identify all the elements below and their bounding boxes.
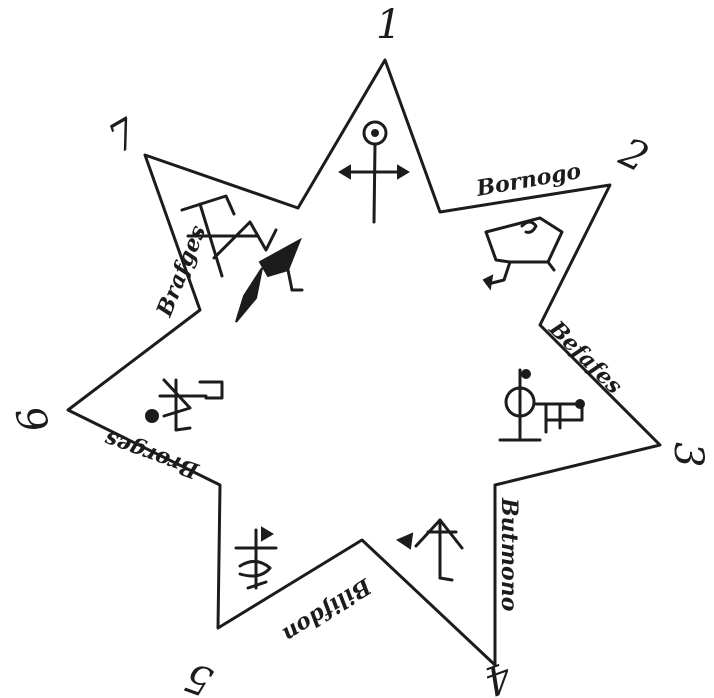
vertex-number-1: 1 xyxy=(376,2,401,48)
side-name-befafes: Befafes xyxy=(543,315,627,399)
vertex-number-5: 5 xyxy=(179,653,219,698)
vertex-number-2: 2 xyxy=(612,129,655,182)
seven-pointed-star-outline xyxy=(68,60,660,665)
sigil-2-icon xyxy=(484,218,562,288)
sigil-1-icon xyxy=(340,122,408,222)
sigil-4-icon xyxy=(398,520,462,580)
sigil-5-icon xyxy=(236,528,276,588)
side-name-butmono: Butmono xyxy=(496,497,522,611)
side-name-bornogo: Bornogo xyxy=(474,158,583,202)
vertex-number-6: 6 xyxy=(8,401,59,437)
side-name-brorges: Brorges xyxy=(101,426,203,484)
vertex-number-4: 4 xyxy=(478,652,519,698)
vertex-number-3: 3 xyxy=(665,442,711,467)
sigil-6-icon xyxy=(146,380,222,430)
sigil-3-icon xyxy=(500,370,584,440)
vertex-number-7: 7 xyxy=(101,110,147,163)
